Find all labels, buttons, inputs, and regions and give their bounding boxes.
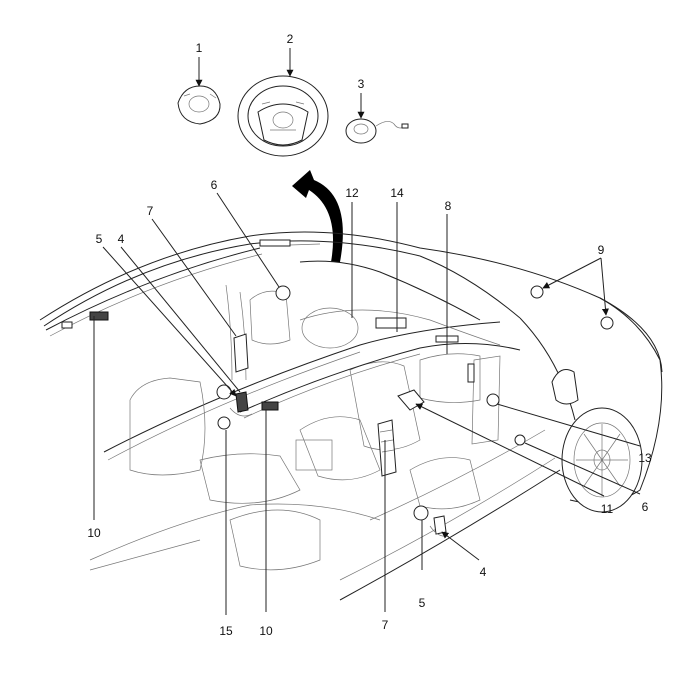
curtain-airbag-left [45, 239, 321, 337]
sensor-circle-6-top [275, 285, 291, 301]
side-airbag-right [377, 419, 397, 477]
callout-4-top: 4 [118, 232, 125, 246]
callout-7-bottom: 7 [382, 618, 389, 632]
callout-7-top: 7 [147, 204, 154, 218]
sensor-circle-5-bottom [413, 505, 429, 521]
curtain-airbag-right [239, 335, 521, 419]
seat-belt-pretensioner-right [429, 515, 449, 537]
callout-13: 13 [638, 451, 652, 465]
callout-5-top: 5 [96, 232, 103, 246]
steering-wheel [237, 75, 329, 157]
callout-5-bottom: 5 [419, 596, 426, 610]
side-airbag-left [233, 333, 249, 373]
sensor-circle-9a [530, 285, 544, 299]
callout-10-mid: 10 [259, 624, 273, 638]
seat-belt-pretensioner-left [229, 391, 253, 417]
door-airbag-sensor [467, 363, 475, 383]
sensor-circle-15 [217, 416, 231, 430]
callout-8: 8 [445, 199, 452, 213]
passenger-airbag-module [375, 317, 407, 329]
callout-6-right: 6 [642, 500, 649, 514]
sensor-circle-5-top [216, 384, 232, 400]
callout-labels: 1 2 3 12 14 8 6 7 5 4 9 10 15 10 7 5 4 1… [87, 32, 652, 638]
vehicle-outline [39, 231, 663, 601]
clock-spring [345, 118, 409, 144]
callout-3: 3 [358, 77, 365, 91]
callout-6-top: 6 [211, 178, 218, 192]
callout-9: 9 [598, 243, 605, 257]
callout-10-left: 10 [87, 526, 101, 540]
callout-14: 14 [390, 186, 404, 200]
callout-1: 1 [196, 41, 203, 55]
leader-lines [93, 48, 641, 615]
sensor-circle-13 [486, 393, 500, 407]
callout-15: 15 [219, 624, 233, 638]
callout-11: 11 [601, 502, 614, 516]
sensor-circle-6-right [514, 434, 526, 446]
driver-airbag-module [177, 85, 221, 125]
callout-2: 2 [287, 32, 294, 46]
curved-arrow [292, 170, 343, 262]
callout-4-bottom: 4 [480, 565, 487, 579]
sensor-circle-9b [600, 316, 614, 330]
callout-12: 12 [345, 186, 359, 200]
